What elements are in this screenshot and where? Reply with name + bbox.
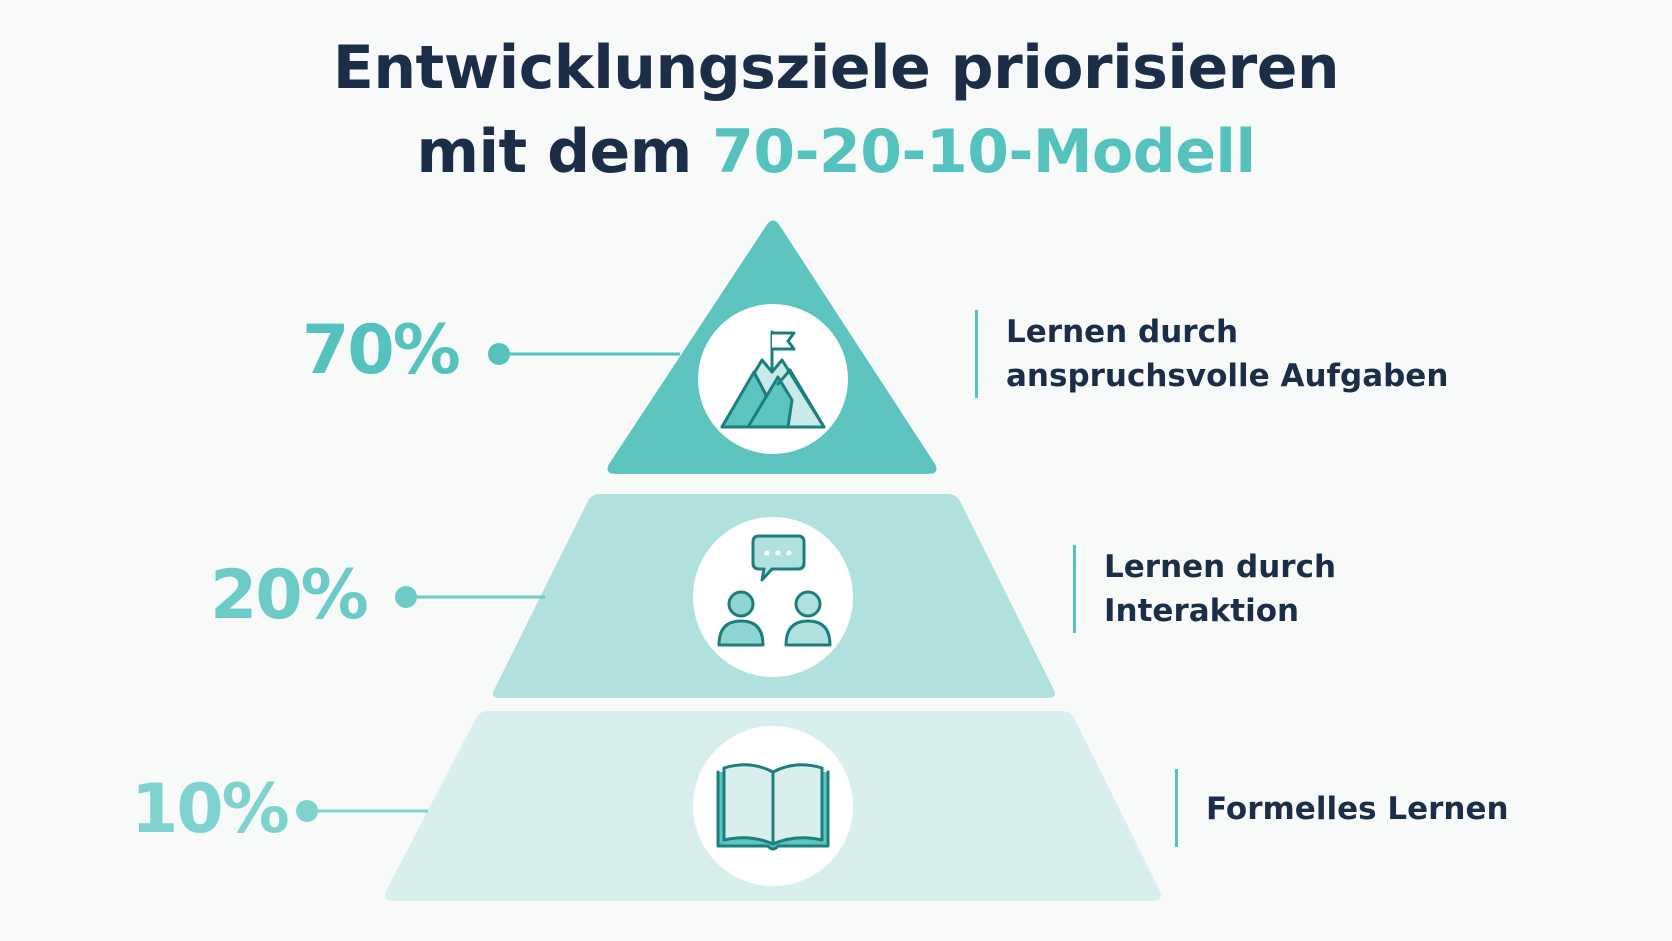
tier-label-10-line-1: Formelles Lernen: [1206, 791, 1509, 827]
tier-label-20-line-1: Lernen durch: [1104, 549, 1337, 585]
people-chat-icon: [717, 534, 832, 647]
connector-70: [488, 343, 680, 365]
percent-70: 70%: [302, 311, 461, 390]
percent-20: 20%: [210, 556, 369, 635]
mountain-flag-icon: [720, 330, 826, 429]
percent-10: 10%: [131, 770, 290, 849]
open-book-icon: [716, 763, 830, 851]
tier-label-70-line-2: anspruchsvolle Aufgaben: [1006, 358, 1449, 394]
connector-20: [395, 586, 545, 608]
title-line-1: Entwicklungsziele priorisieren: [332, 33, 1340, 103]
page-title: Entwicklungsziele priorisieren mit dem 7…: [0, 26, 1672, 194]
tier-label-70-line-1: Lernen durch: [1006, 314, 1239, 350]
tier-label-70: Lernen durch anspruchsvolle Aufgaben: [975, 310, 1448, 398]
tier-label-20: Lernen durch Interaktion: [1073, 545, 1336, 633]
title-line-2: mit dem 70-20-10-Modell: [0, 110, 1672, 194]
connector-10: [296, 800, 428, 822]
tier-label-20-line-2: Interaktion: [1104, 593, 1300, 629]
title-model-name: 70-20-10-Modell: [712, 117, 1256, 187]
tier-label-10: Formelles Lernen: [1175, 769, 1509, 847]
title-line-2-prefix: mit dem: [416, 117, 713, 187]
